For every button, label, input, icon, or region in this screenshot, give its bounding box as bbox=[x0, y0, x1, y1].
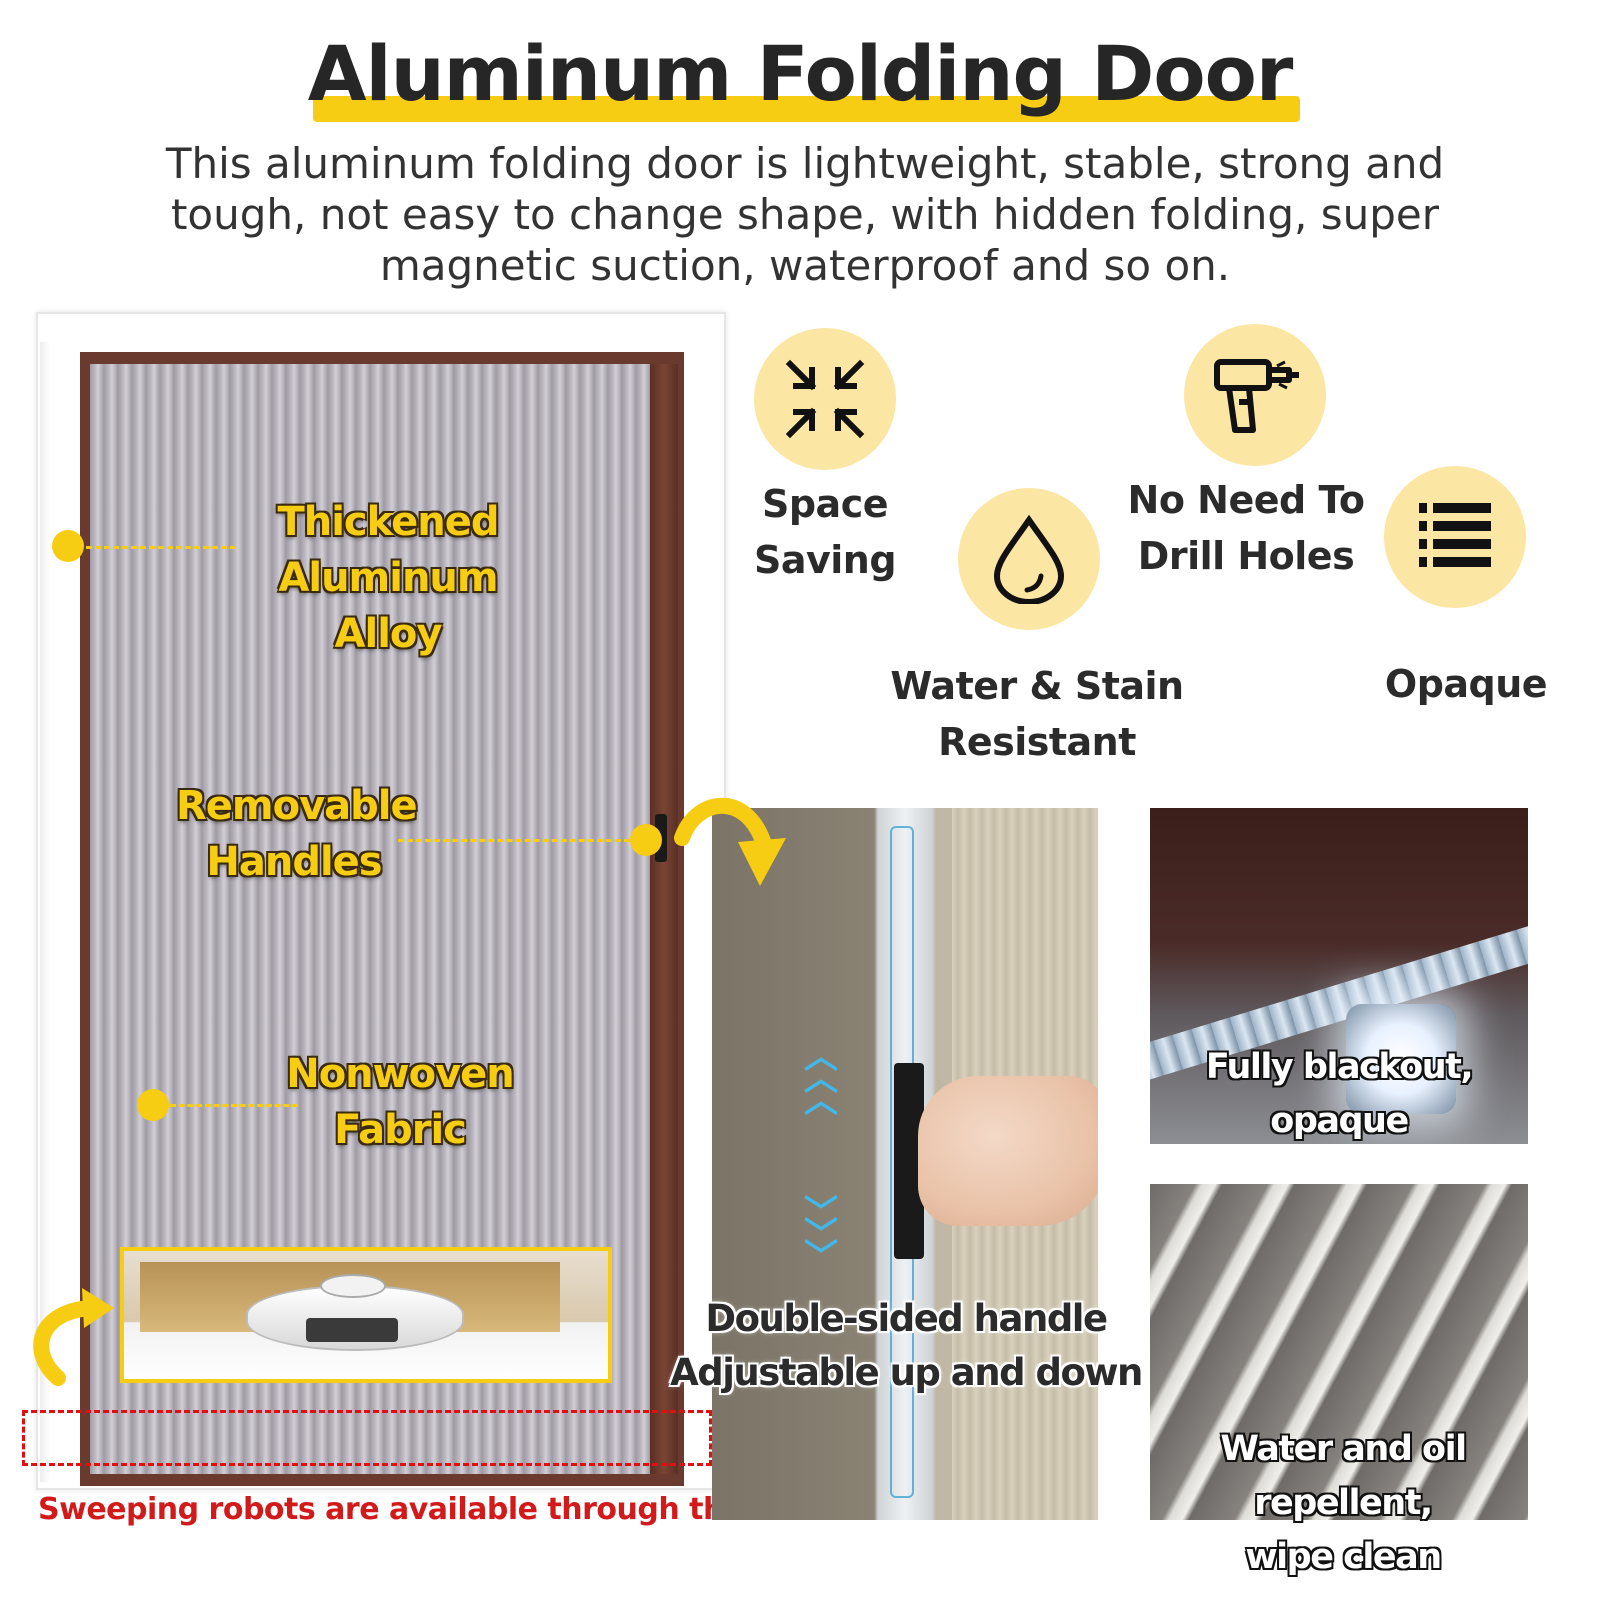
feature-opaque-line1: Opaque bbox=[1384, 662, 1548, 706]
feature-water-circle bbox=[958, 488, 1100, 630]
door-side-rail bbox=[650, 364, 678, 1474]
callout-line-fabric bbox=[170, 1104, 298, 1107]
feature-water-line2: Resistant bbox=[938, 720, 1136, 764]
feature-space-saving-line2: Saving bbox=[753, 538, 897, 582]
feature-drill-line2: Drill Holes bbox=[1137, 534, 1355, 578]
blackout-photo: Fully blackout, opaque bbox=[1150, 808, 1528, 1144]
feature-water-line1: Water & Stain bbox=[890, 664, 1184, 708]
title-underline bbox=[313, 96, 1300, 122]
chevron-up-icon: ︿︿︿ bbox=[804, 1037, 838, 1121]
water-repellent-photo bbox=[1150, 1184, 1528, 1520]
callout-fabric-line1: Nonwoven bbox=[286, 1051, 515, 1097]
feature-drill-line1: No Need To bbox=[1127, 478, 1365, 522]
feature-space-saving-line1: Space bbox=[761, 482, 889, 526]
handle-photo-caption-line2: Adjustable up and down bbox=[670, 1351, 1143, 1394]
title-container: Aluminum Folding Door bbox=[0, 26, 1600, 122]
callout-alloy-line1: Thickened bbox=[277, 499, 499, 545]
blackout-photo-caption: Fully blackout, opaque bbox=[1150, 1040, 1528, 1144]
feature-opaque-circle bbox=[1384, 466, 1526, 608]
callout-dot-alloy bbox=[52, 530, 84, 562]
callout-alloy: Thickened Aluminum Alloy bbox=[228, 494, 548, 662]
blackout-photo-caption-line1: Fully blackout, bbox=[1205, 1047, 1474, 1087]
callout-line-alloy bbox=[86, 546, 236, 549]
handle-photo-caption-line1: Double-sided handle bbox=[705, 1297, 1108, 1340]
blinds-icon bbox=[1419, 503, 1491, 567]
feature-space-saving-circle bbox=[754, 328, 896, 470]
callout-dot-fabric bbox=[137, 1089, 169, 1121]
chevron-down-icon: ﹀﹀﹀ bbox=[804, 1193, 838, 1277]
handle-photo-caption: Double-sided handle Adjustable up and do… bbox=[666, 1292, 1146, 1400]
sweeping-robot-turret bbox=[320, 1274, 386, 1298]
water-photo-caption-line2: wipe clean bbox=[1245, 1537, 1442, 1577]
callout-handles-line2: Handles bbox=[206, 839, 382, 885]
feature-opaque-label: Opaque bbox=[1376, 656, 1556, 712]
curved-arrow-icon bbox=[33, 1288, 114, 1386]
feature-drill-label: No Need To Drill Holes bbox=[1118, 472, 1374, 584]
drill-icon bbox=[1214, 359, 1299, 433]
robot-caption: Sweeping robots are available through th… bbox=[38, 1492, 744, 1527]
callout-line-handles bbox=[398, 839, 630, 842]
callout-fabric: Nonwoven Fabric bbox=[282, 1046, 518, 1158]
callout-handles: Removable Handles bbox=[176, 778, 418, 890]
callout-handles-line1: Removable bbox=[176, 783, 418, 829]
page-title: Aluminum Folding Door bbox=[307, 29, 1294, 118]
blackout-photo-light bbox=[1346, 1004, 1456, 1114]
feature-water-label: Water & Stain Resistant bbox=[884, 658, 1190, 770]
handle-photo: ︿︿︿ ﹀﹀﹀ bbox=[712, 808, 1098, 1520]
callout-dot-handles bbox=[630, 824, 662, 856]
blackout-photo-caption-line2: opaque bbox=[1270, 1101, 1409, 1141]
curved-arrow-icon bbox=[674, 797, 786, 886]
water-drop-icon bbox=[993, 514, 1065, 604]
callout-alloy-line2: Aluminum Alloy bbox=[278, 555, 498, 657]
callout-fabric-line2: Fabric bbox=[334, 1107, 467, 1153]
door-frame-edge bbox=[40, 342, 50, 1482]
robot-pass-zone bbox=[22, 1410, 712, 1466]
sweeping-robot-sensor bbox=[306, 1318, 398, 1342]
water-photo-caption-line1: Water and oil repellent, bbox=[1220, 1429, 1467, 1523]
water-photo-caption: Water and oil repellent, wipe clean bbox=[1128, 1422, 1558, 1584]
page-subtitle: This aluminum folding door is lightweigh… bbox=[165, 139, 1445, 290]
feature-space-saving-label: Space Saving bbox=[722, 476, 928, 588]
handle-photo-hand bbox=[918, 1076, 1098, 1226]
compress-arrows-icon bbox=[785, 359, 865, 439]
feature-drill-circle bbox=[1184, 324, 1326, 466]
